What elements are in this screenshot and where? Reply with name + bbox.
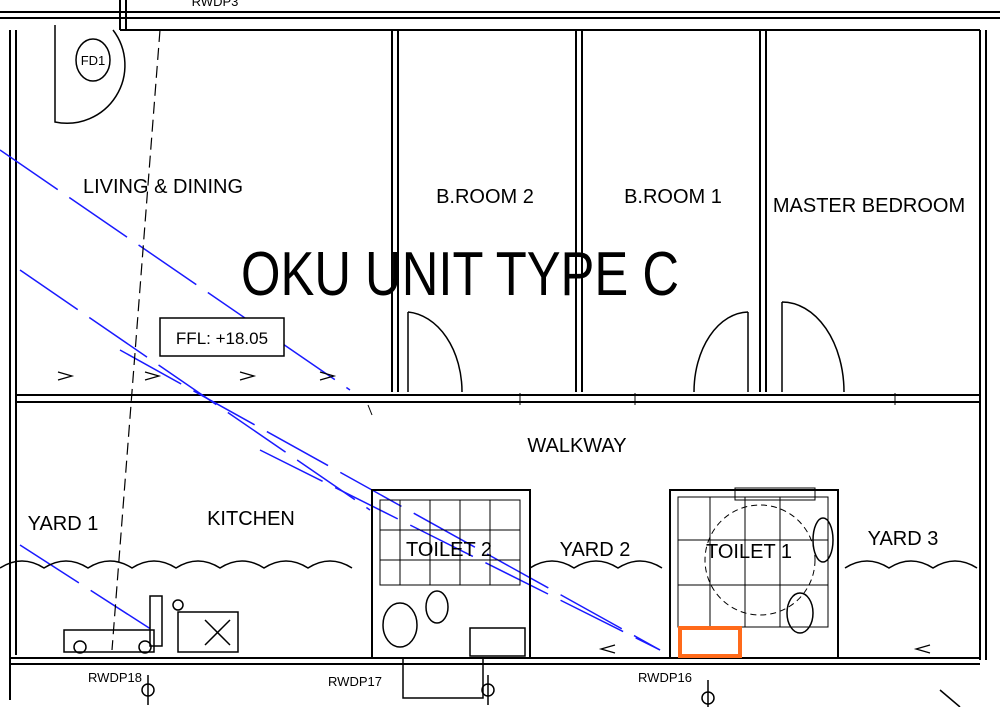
plan-title: OKU UNIT TYPE C xyxy=(241,240,679,309)
room-label-walkway: WALKWAY xyxy=(527,435,626,457)
room-labels: LIVING & DINING B.ROOM 2 B.ROOM 1 MASTER… xyxy=(28,176,966,563)
plan-title-group: OKU UNIT TYPE C xyxy=(241,240,679,309)
kitchen-fixtures xyxy=(63,595,239,654)
toilet-2-block xyxy=(371,489,531,659)
room-label-bedroom-1: B.ROOM 1 xyxy=(624,186,722,208)
downpipe-label-rwdp18: RWDP18 xyxy=(88,670,142,685)
room-label-yard-1: YARD 1 xyxy=(28,513,99,535)
interior-walls xyxy=(119,0,767,392)
dashed-axis-line xyxy=(111,29,161,651)
room-label-master-bedroom: MASTER BEDROOM xyxy=(773,195,965,217)
room-label-yard-3: YARD 3 xyxy=(868,528,939,550)
downpipe-labels: RWDP18 RWDP17 RWDP16 RWDP3 xyxy=(88,0,692,689)
room-label-bedroom-2: B.ROOM 2 xyxy=(436,186,534,208)
door-swings xyxy=(54,25,845,393)
door-tag: FD1 xyxy=(75,38,111,82)
room-label-toilet-1: TOILET 1 xyxy=(706,541,792,563)
fence-scallops xyxy=(0,560,978,569)
level-tag: FFL: +18.05 xyxy=(176,329,268,348)
level-tag-group: FFL: +18.05 xyxy=(159,317,285,357)
downpipe-label-rwdp16: RWDP16 xyxy=(638,670,692,685)
room-label-toilet-2: TOILET 2 xyxy=(406,539,492,561)
room-label-kitchen: KITCHEN xyxy=(207,508,295,530)
downpipe-markers xyxy=(141,657,961,707)
walkway-ticks xyxy=(367,393,896,416)
downpipe-label-rwdp17: RWDP17 xyxy=(328,674,382,689)
door-tag-label: FD1 xyxy=(81,53,106,68)
blue-diagonal-lines xyxy=(0,149,661,651)
room-label-yard-2: YARD 2 xyxy=(560,539,631,561)
toilet-1-block xyxy=(669,487,839,659)
drain-arrows xyxy=(57,371,931,654)
top-cut-label: RWDP3 xyxy=(192,0,239,9)
room-label-living-dining: LIVING & DINING xyxy=(83,176,243,198)
